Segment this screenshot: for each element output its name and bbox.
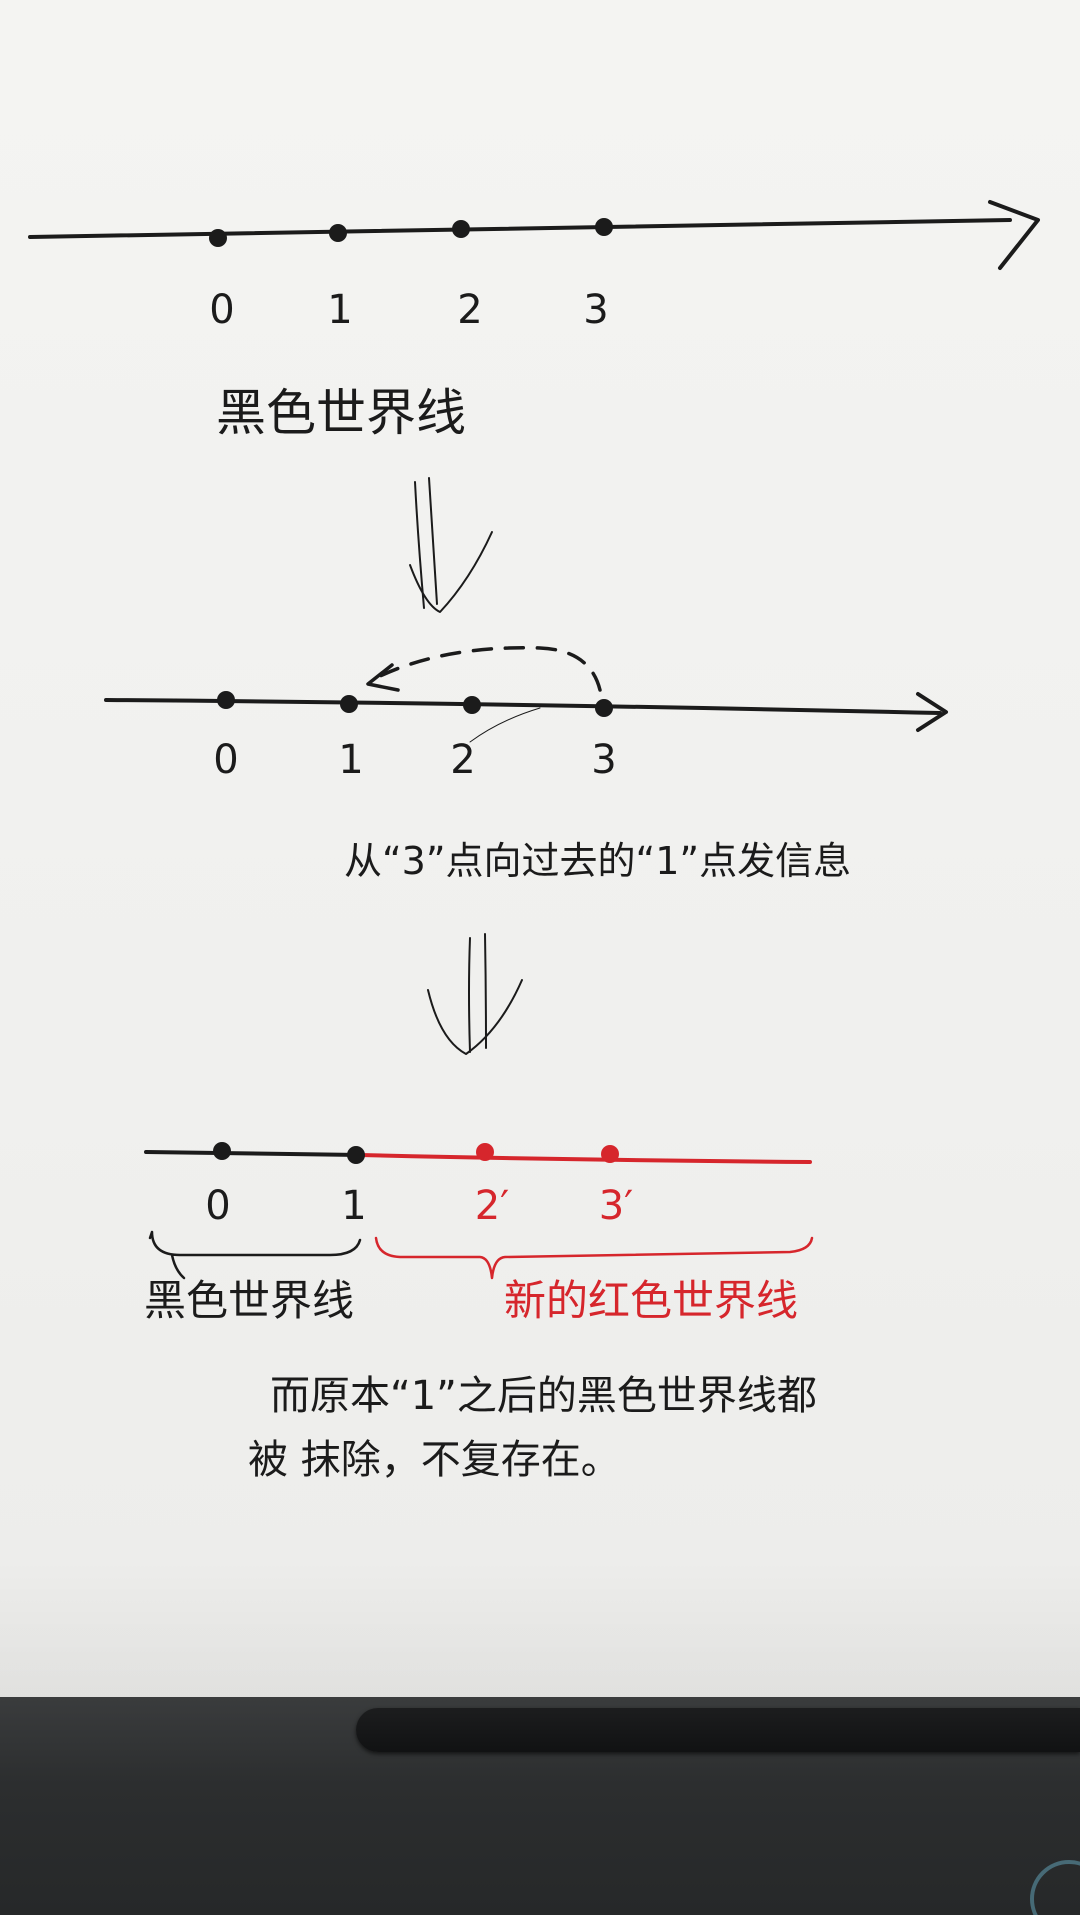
middle-timeline [104, 646, 948, 743]
top-point-3 [595, 218, 613, 236]
desk-corner-object [1030, 1860, 1080, 1915]
message-arc-arrowhead [366, 663, 400, 692]
middle-tick-label-1: 1 [338, 737, 364, 783]
top-timeline [28, 200, 1040, 270]
bottom-tick-label-0: 0 [205, 1183, 231, 1229]
top-tick-label-1: 1 [327, 287, 353, 333]
middle-point-0 [217, 691, 235, 709]
bottom-tick-label-2-prime: 2′ [474, 1183, 510, 1229]
bottom-tick-label-1: 1 [341, 1183, 367, 1229]
top-point-1 [329, 224, 347, 242]
middle-timeline-arrowhead [916, 692, 948, 732]
down-arrow-2 [427, 933, 523, 1055]
message-arc-3-to-1 [370, 646, 602, 692]
top-tick-label-3: 3 [583, 287, 609, 333]
middle-point-2 [463, 696, 481, 714]
paper-shadow [0, 1560, 1080, 1700]
pencil-stray-mark [469, 707, 541, 743]
middle-point-1 [340, 695, 358, 713]
bottom-red-segment [358, 1153, 812, 1164]
top-tick-label-2: 2 [457, 287, 483, 333]
red-segment-label: 新的红色世界线 [504, 1276, 799, 1325]
middle-tick-label-3: 3 [591, 737, 617, 783]
top-caption: 黑色世界线 [216, 384, 466, 442]
bottom-point-2-prime [476, 1143, 494, 1161]
black-segment-label: 黑色世界线 [144, 1276, 355, 1325]
top-point-0 [209, 229, 227, 247]
bottom-point-1 [347, 1146, 365, 1164]
bottom-point-3-prime [601, 1145, 619, 1163]
note-line-1: 而原本“1”之后的黑色世界线都 [270, 1373, 817, 1419]
bottom-point-0 [213, 1142, 231, 1160]
middle-tick-label-0: 0 [213, 737, 239, 783]
top-timeline-arrowhead [988, 200, 1040, 270]
down-arrow-1 [409, 477, 493, 613]
note-line-2: 被 抹除，不复存在。 [248, 1437, 621, 1483]
bottom-tick-label-3-prime: 3′ [598, 1183, 634, 1229]
red-brace [374, 1236, 814, 1280]
middle-caption: 从“3”点向过去的“1”点发信息 [344, 839, 852, 883]
top-point-2 [452, 220, 470, 238]
keyboard-edge [356, 1708, 1080, 1752]
top-tick-label-0: 0 [209, 287, 235, 333]
diagram-drawing [28, 200, 1040, 1280]
black-brace [148, 1230, 362, 1280]
bottom-black-segment [144, 1150, 362, 1157]
top-timeline-axis [28, 218, 1012, 239]
middle-tick-label-2: 2 [450, 737, 476, 783]
bottom-timeline [144, 1142, 814, 1280]
middle-point-3 [595, 699, 613, 717]
